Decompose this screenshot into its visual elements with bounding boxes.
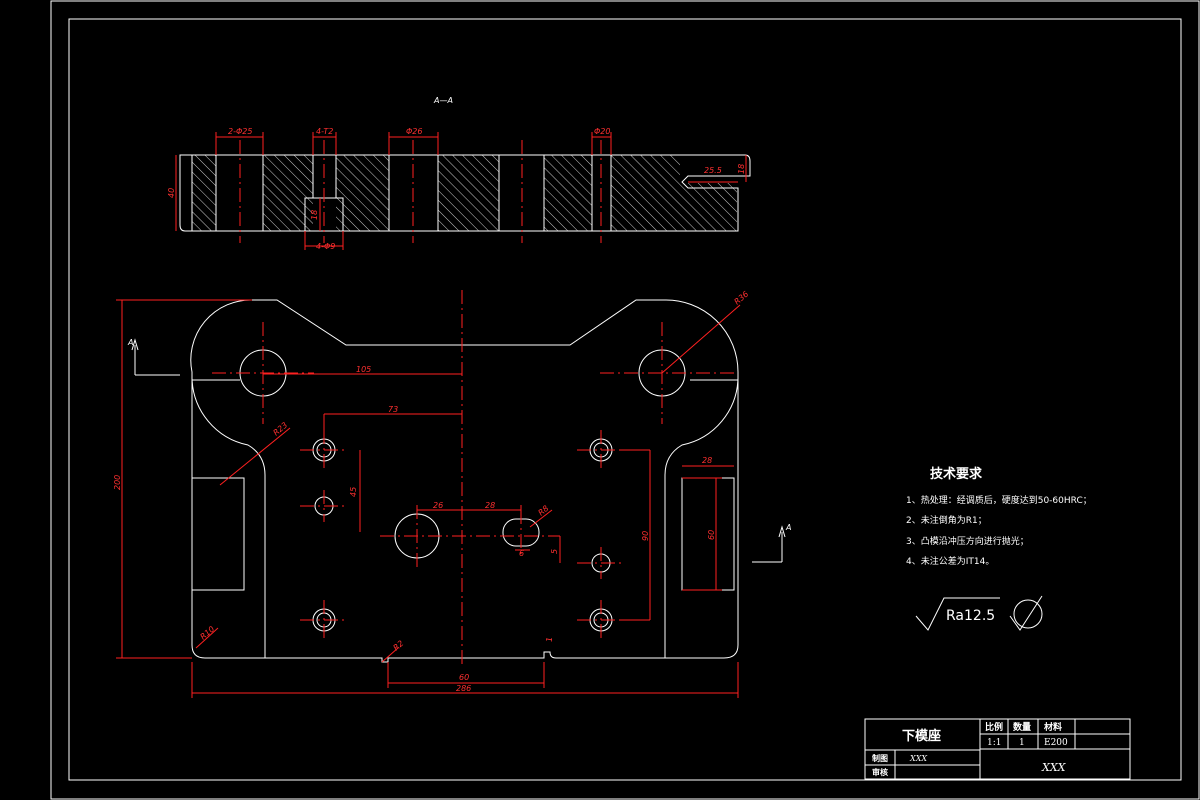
scale-value: 1:1 (987, 738, 1001, 748)
section-label: A—A (433, 96, 453, 105)
tech-item-3: 3、凸模沿冲压方向进行抛光； (906, 535, 1029, 547)
dim-105: 105 (356, 365, 371, 374)
dim-thickness: 40 (167, 188, 176, 198)
title-block (864, 718, 1131, 780)
tech-item-4: 4、未注公差为IT14。 (906, 555, 994, 567)
scale-label: 比例 (985, 721, 1003, 733)
qty-label: 数量 (1013, 721, 1031, 733)
section-mark-left: A (127, 338, 133, 347)
check-label: 审核 (872, 767, 888, 777)
dim-step-depth: 18 (310, 210, 319, 220)
qty-value: 1 (1019, 738, 1025, 748)
dim-cbore: 4-Φ9 (316, 242, 335, 251)
dim-90: 90 (641, 531, 650, 541)
dim-28: 28 (485, 501, 495, 510)
dim-60: 60 (707, 530, 716, 540)
dim-slot-len: 25.5 (704, 166, 722, 175)
dim-r23: R23 (272, 421, 290, 438)
section-mark-right: A (785, 523, 791, 532)
dim-60b: 60 (459, 673, 469, 682)
dim-bore26: Φ26 (406, 127, 422, 136)
dim-1: 1 (545, 637, 554, 642)
section-view (175, 132, 751, 250)
dim-26: 26 (433, 501, 443, 510)
tech-title: 技术要求 (930, 466, 983, 482)
dim-slot-h: 18 (737, 164, 746, 174)
tech-item-1: 1、热处理：经调质后，硬度达到50-60HRC； (906, 494, 1092, 506)
dim-5: 5 (550, 549, 559, 554)
sheet-border (50, 0, 1200, 800)
dim-width: 286 (456, 684, 471, 693)
dim-73: 73 (388, 405, 398, 414)
tech-item-2: 2、未注倒角为R1； (906, 514, 987, 526)
plan-view (116, 290, 786, 698)
dim-45: 45 (349, 487, 358, 497)
dim-height: 200 (113, 475, 122, 490)
drawn-by: XXX (909, 754, 927, 763)
roughness-symbol (915, 595, 1043, 631)
drawing-frame (68, 18, 1182, 781)
dim-tap: 4-T2 (316, 127, 333, 136)
org-name: XXX (1041, 761, 1067, 774)
dim-r8: R8 (537, 504, 551, 518)
dim-holes-2x: 2-Φ25 (228, 127, 252, 136)
material-value: E200 (1044, 738, 1068, 748)
dim-r2: R2 (392, 639, 406, 653)
drawn-label: 制图 (872, 753, 888, 763)
dim-6: 6 (519, 549, 524, 558)
roughness-value: Ra12.5 (946, 608, 995, 624)
dim-r36: R36 (733, 290, 751, 307)
dim-bore20: Φ20 (594, 127, 610, 136)
material-label: 材料 (1043, 721, 1062, 733)
part-name: 下模座 (902, 728, 941, 744)
dim-r10: R10 (199, 625, 217, 642)
dim-28b: 28 (702, 456, 712, 465)
